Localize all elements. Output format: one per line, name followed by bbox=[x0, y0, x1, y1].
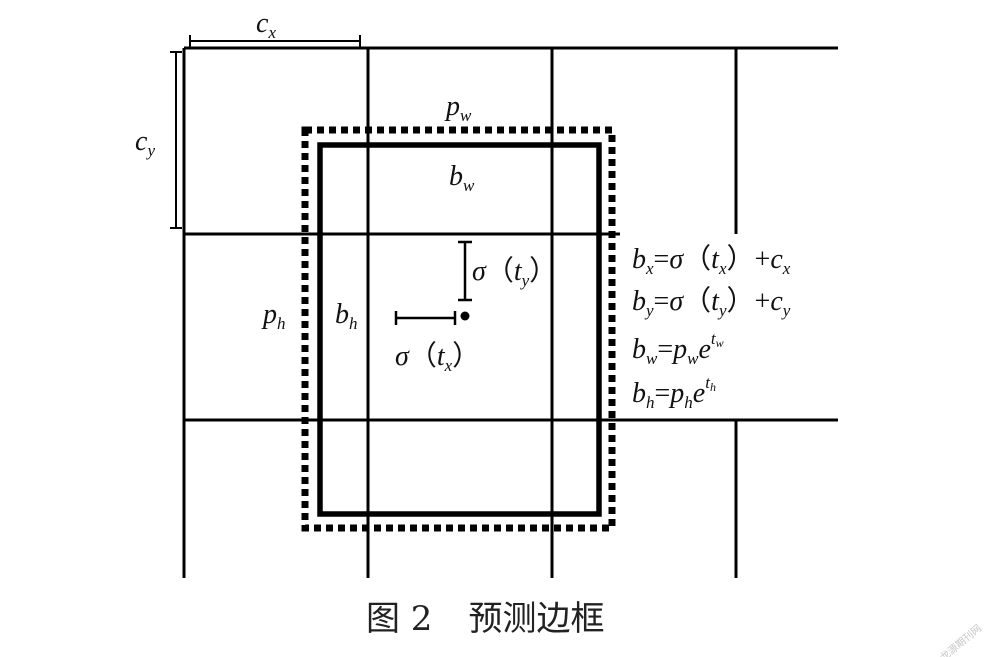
predicted-box-solid bbox=[317, 142, 602, 517]
sigma-ty-marker bbox=[458, 240, 472, 302]
equations: bx=σ（tx）+cx by=σ（ty）+cy bw=pwetw bh=phet… bbox=[632, 243, 791, 412]
label-cx: cx bbox=[256, 8, 276, 42]
label-sigma-tx: σ（tx） bbox=[395, 340, 480, 375]
figure-number: 图 2 bbox=[366, 599, 432, 639]
equation-by: by=σ（ty）+cy bbox=[632, 285, 791, 320]
box-center-point bbox=[460, 311, 470, 321]
label-cy: cy bbox=[135, 126, 155, 160]
label-pw: pw bbox=[444, 91, 472, 125]
grid bbox=[182, 46, 838, 578]
equation-bx: bx=σ（tx）+cx bbox=[632, 243, 791, 278]
watermark: 龙源期刊网 bbox=[937, 622, 984, 657]
cy-dimension-marker bbox=[170, 51, 182, 229]
figure-title: 预测边框 bbox=[468, 599, 604, 639]
prior-box-dotted bbox=[301, 126, 616, 532]
sigma-tx-marker bbox=[394, 311, 457, 325]
equation-bh: bh=pheth bbox=[632, 373, 716, 412]
equation-bw: bw=pwetw bbox=[632, 329, 724, 368]
label-bh: bh bbox=[335, 299, 358, 333]
cx-dimension-marker bbox=[189, 35, 361, 47]
label-ph: ph bbox=[261, 299, 286, 333]
figure-caption: 图 2 预测边框 bbox=[366, 599, 604, 639]
label-sigma-ty: σ（ty） bbox=[472, 255, 557, 290]
label-bw: bw bbox=[449, 161, 475, 195]
